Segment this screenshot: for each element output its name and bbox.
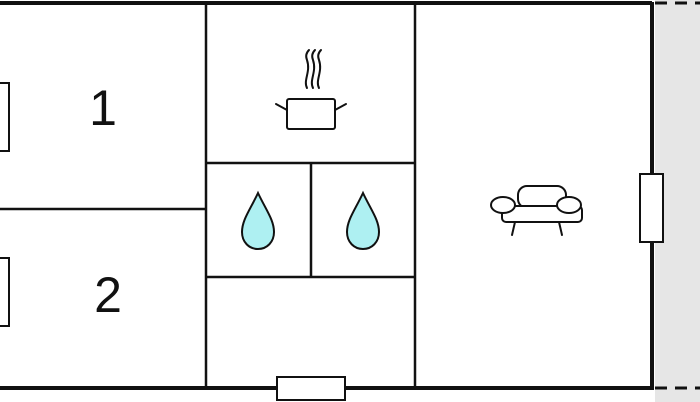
cooking-pot-icon <box>275 49 347 130</box>
bedroom-1-label: 1 <box>89 80 117 136</box>
interior-walls <box>0 3 417 388</box>
window-bedroom-1 <box>0 82 10 152</box>
window-living-room <box>639 173 664 243</box>
window-entrance <box>276 376 346 401</box>
water-drop-icon-bathroom-1 <box>240 190 276 251</box>
bedroom-2-label: 2 <box>94 267 122 323</box>
window-bedroom-2 <box>0 257 10 327</box>
water-drop-icon-bathroom-2 <box>345 190 381 251</box>
sofa-icon <box>490 185 583 236</box>
